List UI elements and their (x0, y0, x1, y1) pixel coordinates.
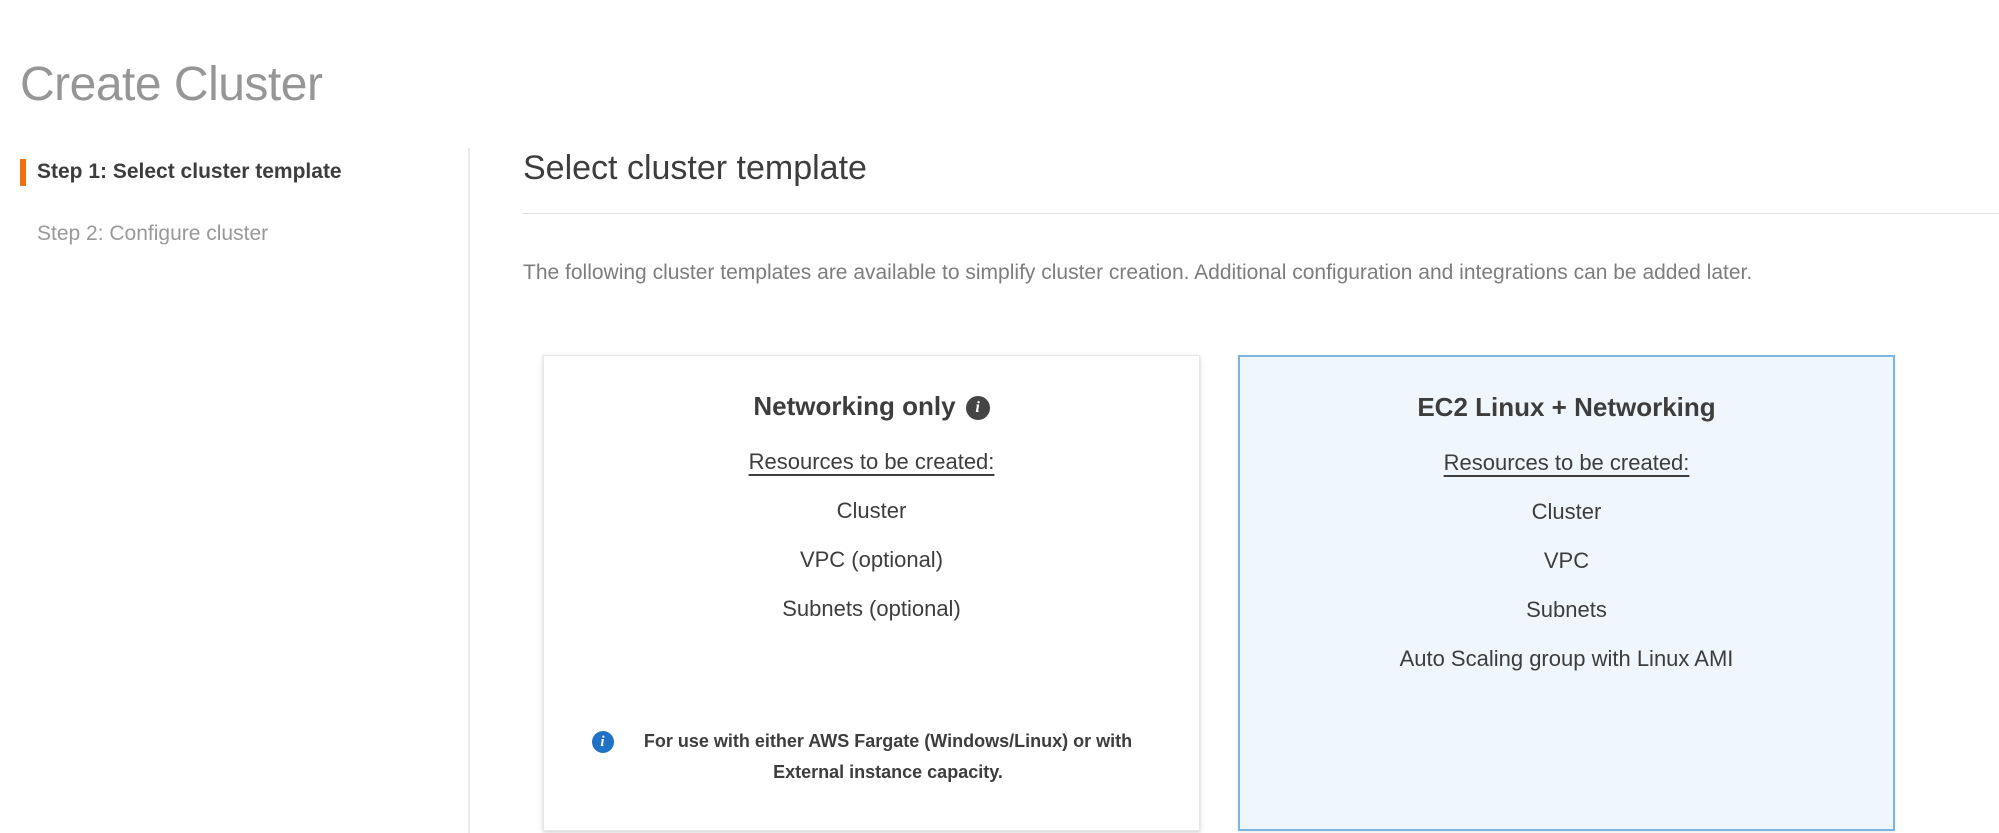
resources-label: Resources to be created: (748, 449, 995, 474)
resource-list-ec2-linux-networking: Cluster VPC Subnets Auto Scaling group w… (1266, 476, 1867, 672)
resource-item: VPC (1543, 548, 1590, 573)
active-step-marker (20, 159, 26, 186)
card-title-text: EC2 Linux + Networking (1417, 392, 1716, 422)
resource-item: Subnets (1526, 597, 1607, 622)
page-title: Create Cluster (20, 58, 323, 112)
step-sidebar: Step 1: Select cluster template Step 2: … (0, 148, 470, 833)
resource-item: Cluster (1531, 499, 1602, 524)
resource-item: Subnets (optional) (782, 596, 961, 621)
sidebar-step-2-label: Step 2: Configure cluster (37, 222, 269, 245)
resource-item: Cluster (836, 498, 907, 523)
resource-list-networking-only: Cluster VPC (optional) Subnets (optional… (570, 475, 1173, 622)
template-card-ec2-linux-networking[interactable]: EC2 Linux + Networking Resources to be c… (1238, 355, 1895, 831)
resource-item: Auto Scaling group with Linux AMI (1399, 646, 1734, 671)
card-title-text: Networking only (753, 391, 956, 421)
sidebar-step-1-label: Step 1: Select cluster template (37, 160, 342, 183)
card-title-ec2-linux-networking: EC2 Linux + Networking (1417, 385, 1715, 429)
sidebar-step-1[interactable]: Step 1: Select cluster template (0, 159, 468, 186)
section-title: Select cluster template (523, 149, 867, 187)
info-circle-blue-icon: i (591, 731, 614, 753)
card-title-networking-only: Networking only i (753, 384, 990, 428)
section-divider (523, 213, 1999, 214)
card-note-networking-only: i For use with either AWS Fargate (Windo… (591, 726, 1152, 788)
sidebar-step-2[interactable]: Step 2: Configure cluster (0, 221, 468, 247)
cluster-template-cards: Networking only i Resources to be create… (543, 355, 1895, 831)
template-card-networking-only[interactable]: Networking only i Resources to be create… (543, 355, 1200, 831)
resources-label: Resources to be created: (1443, 450, 1690, 475)
resource-item: VPC (optional) (799, 547, 944, 572)
main-content: Select cluster template The following cl… (523, 148, 1999, 833)
section-description: The following cluster templates are avai… (523, 261, 1753, 284)
info-circle-icon[interactable]: i (965, 396, 990, 420)
card-note-text: For use with either AWS Fargate (Windows… (643, 731, 1133, 782)
